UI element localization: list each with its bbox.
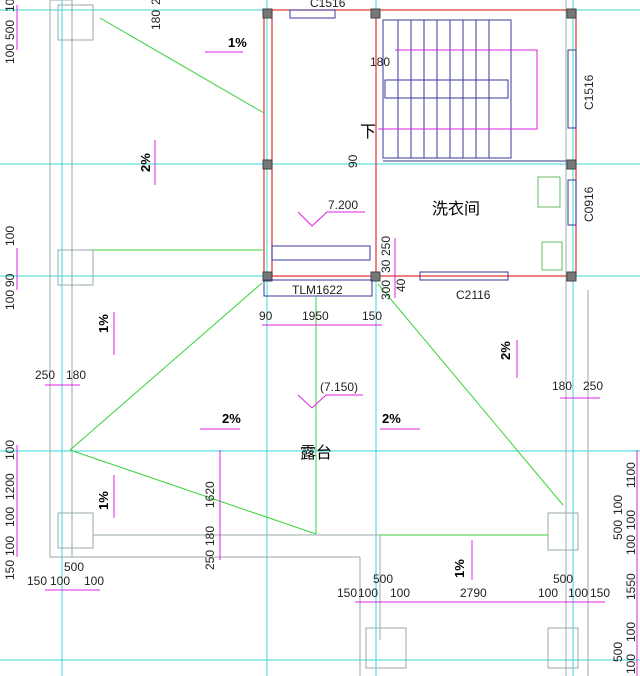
dim-label: 100 xyxy=(624,622,638,642)
dim-label: 500 xyxy=(553,572,573,586)
dim-label: 100 xyxy=(390,586,410,600)
room-label-terrace: 露台 xyxy=(300,443,332,462)
stair-down-label: 下 xyxy=(360,122,376,141)
dim-label: 500 xyxy=(373,572,393,586)
elevation-label-terrace: (7.150) xyxy=(320,380,358,394)
dim-label: 150 xyxy=(337,586,357,600)
dim-label: 90 xyxy=(346,154,360,168)
elevation-label: 7.200 xyxy=(328,198,358,212)
dim-label: 150 xyxy=(3,560,17,580)
dim-label: 100 xyxy=(3,440,17,460)
dim-label: 40 xyxy=(394,278,408,292)
dim-label: 1620 xyxy=(203,481,217,508)
dim-label: 100 xyxy=(3,226,17,246)
dim-label: 500 xyxy=(611,520,625,540)
slope-arrows xyxy=(113,51,518,580)
dim-label: 250 xyxy=(379,236,393,256)
dim-label: 1950 xyxy=(302,309,329,323)
slope-label: 1% xyxy=(96,491,111,510)
dim-label: 100 xyxy=(3,536,17,556)
dim-label: 180 xyxy=(66,368,86,382)
dim-label: 100 xyxy=(50,574,70,588)
dim-label: 100 xyxy=(624,535,638,555)
window-tag: C0916 xyxy=(582,186,596,222)
dim-label: 1100 xyxy=(624,462,638,488)
door-tag: TLM1622 xyxy=(292,283,343,297)
laundry-stair-block xyxy=(262,8,577,297)
parapet-walls xyxy=(49,0,589,676)
stair xyxy=(378,19,566,162)
drainage-lines xyxy=(69,17,564,536)
dim-label: 100 xyxy=(624,654,638,674)
dim-label: 180 xyxy=(552,379,572,393)
dim-label: 300 xyxy=(379,280,393,300)
dim-label: 500 xyxy=(64,560,84,574)
dimension-lines xyxy=(16,5,638,676)
slope-label: 2% xyxy=(138,153,153,172)
slope-label: 1% xyxy=(96,314,111,333)
dim-label: 180 xyxy=(203,526,217,546)
slope-label: 2% xyxy=(498,341,513,360)
dim-label: 2790 xyxy=(460,586,487,600)
dim-label: 500 xyxy=(3,20,17,40)
slope-label: 2% xyxy=(382,411,401,426)
dim-label: 100 xyxy=(3,0,17,12)
dim-label: 100 xyxy=(611,495,625,515)
dim-label: 90 xyxy=(3,273,17,287)
room-label-laundry: 洗衣间 xyxy=(432,199,480,218)
slope-label: 2% xyxy=(222,411,241,426)
dim-label: 100 xyxy=(3,507,17,527)
dim-label: 100 xyxy=(538,586,558,600)
dim-label: 150 xyxy=(27,574,47,588)
dim-label: 250 xyxy=(203,550,217,570)
dim-label: 150 xyxy=(362,309,382,323)
slope-label: 1% xyxy=(228,35,247,50)
dim-label: 180 xyxy=(370,55,390,69)
slope-label: 1% xyxy=(452,559,467,578)
dim-label: 100 xyxy=(84,574,104,588)
dim-label: 250 xyxy=(35,368,55,382)
window-tag: C2116 xyxy=(456,288,491,302)
dim-label: 100 xyxy=(3,290,17,310)
dim-label: 2 xyxy=(149,0,163,5)
dim-label: 1550 xyxy=(624,573,638,600)
dim-label: 500 xyxy=(611,642,625,662)
dim-label: 100 xyxy=(624,510,638,530)
dim-label: 100 xyxy=(358,586,378,600)
window-tag: C1516 xyxy=(582,74,596,110)
window-tag: C1516 xyxy=(310,0,346,10)
dim-label: 100 xyxy=(3,44,17,64)
dim-label: 250 xyxy=(583,379,603,393)
dim-label: 180 xyxy=(149,10,163,30)
dim-label: 30 xyxy=(379,259,393,273)
dim-label: 1200 xyxy=(3,473,17,500)
dim-label: 100 xyxy=(568,586,588,600)
dim-label: 90 xyxy=(259,309,273,323)
dim-label: 150 xyxy=(590,586,610,600)
